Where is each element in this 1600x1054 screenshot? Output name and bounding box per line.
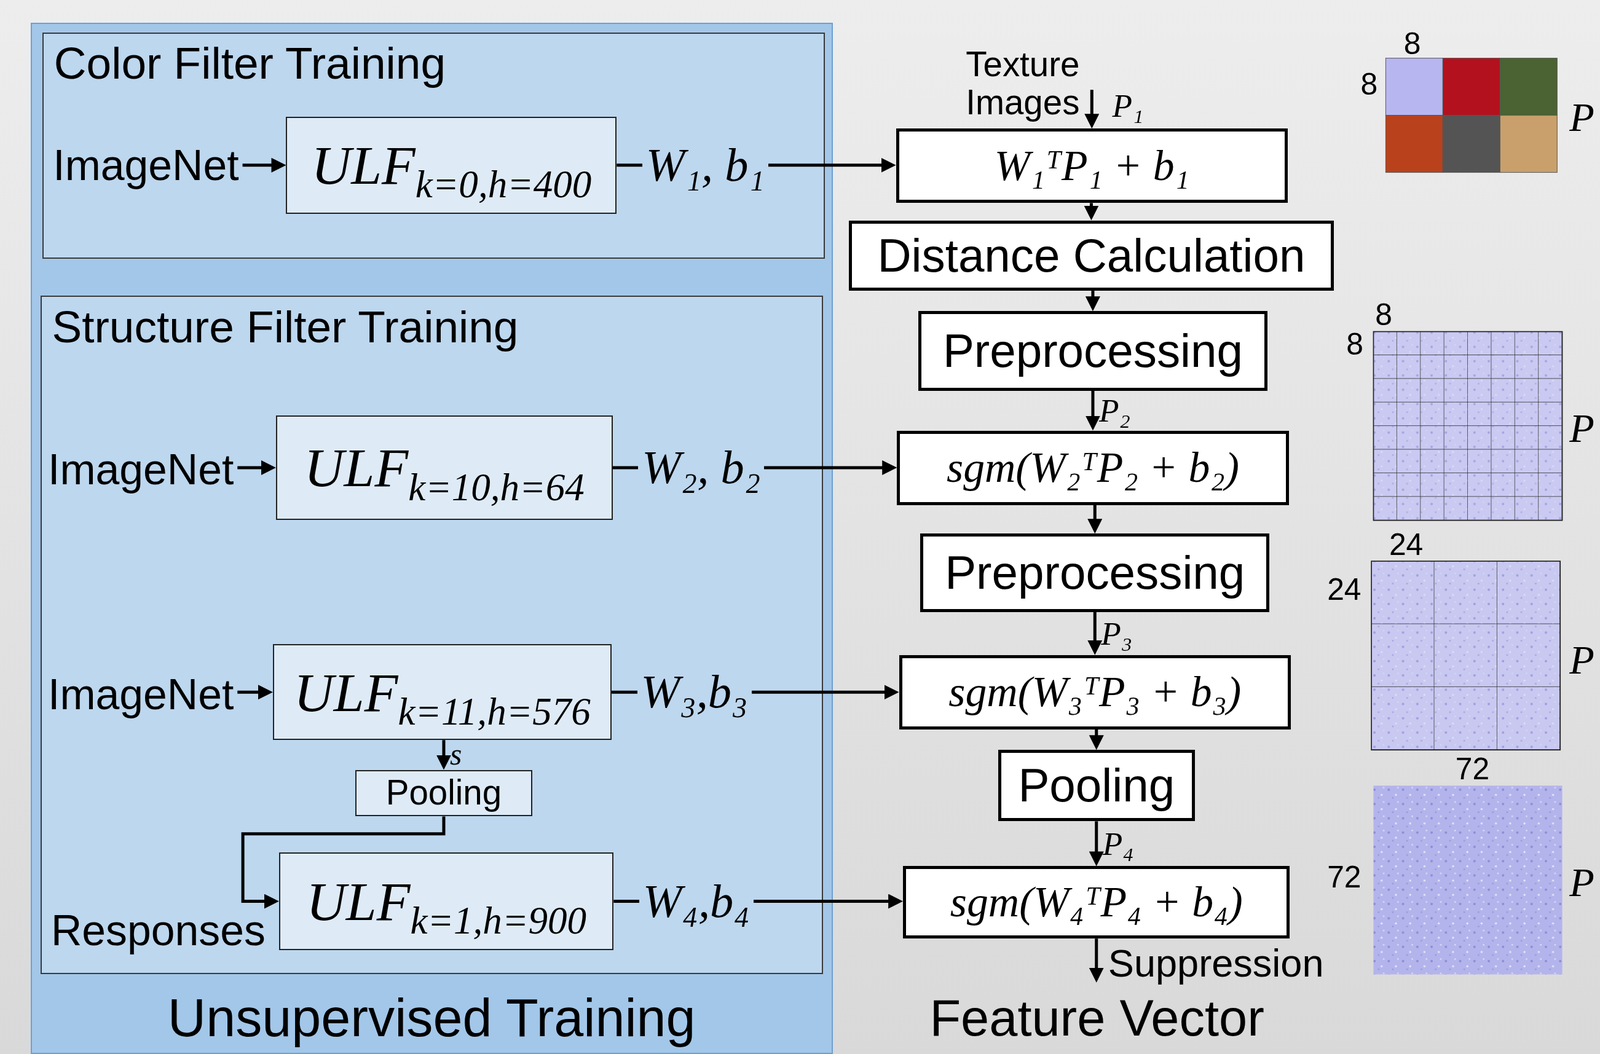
color-patch — [1442, 58, 1500, 116]
process-box: Preprocessing — [918, 311, 1268, 391]
flow-arrow — [1091, 390, 1095, 424]
input-arrow — [242, 163, 280, 167]
step-label: Suppression — [1108, 941, 1325, 986]
ulf-box: ULFk=10,h=64 — [275, 415, 613, 520]
patch-grid-8 — [1373, 331, 1562, 521]
formula-box: sgm(W₃ᵀP₃ + b₃) — [899, 655, 1291, 730]
color-patch — [1499, 115, 1557, 173]
texture-patch — [1373, 331, 1562, 521]
panel-title: Unsupervised Training — [167, 987, 696, 1049]
formula: sgm(W₄ᵀP₄ + b₄) — [950, 878, 1243, 926]
formula-box: sgm(W₄ᵀP₄ + b₄) — [902, 866, 1290, 939]
flow-arrow — [441, 740, 446, 763]
patch-symbol: P — [1569, 859, 1595, 907]
texture-speckle — [1373, 331, 1562, 521]
color-patch — [1385, 115, 1443, 173]
flow-arrow — [1093, 612, 1097, 648]
dimension: 72 — [1327, 859, 1361, 895]
weight-label: W₃,b₃ — [637, 666, 752, 718]
box-label: Pooling — [1017, 759, 1175, 812]
process-box: Distance Calculation — [848, 220, 1334, 292]
input-arrow — [237, 465, 269, 469]
input-arrow — [1094, 938, 1098, 975]
weight-label: W₂, b₂ — [638, 441, 765, 494]
filter-name: ULF — [306, 870, 410, 932]
filter-name: ULF — [311, 134, 415, 196]
input-arrow — [237, 690, 266, 694]
filter-subscript: k=10,h=64 — [408, 465, 585, 509]
flow-arrow — [1089, 202, 1093, 213]
filter-name: ULF — [293, 662, 398, 723]
grid-lines — [1371, 561, 1561, 750]
dimension: 24 — [1327, 572, 1361, 608]
group-title: Color Filter Training — [54, 37, 446, 90]
patch-border — [1371, 561, 1561, 750]
texture-speckle — [1373, 785, 1562, 975]
ulf-box: ULFk=1,h=900 — [279, 852, 615, 951]
training-group: Structure Filter TrainingULFk=10,h=64ULF… — [40, 295, 824, 975]
signal-label: s — [449, 738, 462, 773]
dimension: 72 — [1455, 751, 1490, 787]
filter-subscript: k=0,h=400 — [415, 162, 592, 206]
dimension: 8 — [1375, 297, 1393, 333]
formula: sgm(W₂ᵀP₂ + b₂) — [946, 443, 1240, 492]
texture-patch — [1371, 561, 1561, 750]
color-patches — [1385, 58, 1557, 173]
signal-label: P₂ — [1099, 392, 1131, 429]
ulf-box: ULFk=11,h=576 — [272, 644, 612, 741]
patch-symbol: P — [1569, 405, 1595, 452]
ulf-box: ULFk=0,h=400 — [285, 116, 617, 214]
box-label: Preprocessing — [944, 546, 1245, 599]
patch-symbol: P₁ — [1111, 87, 1144, 125]
filter-subscript: k=11,h=576 — [397, 690, 591, 734]
patch-border — [1373, 331, 1562, 521]
color-patch — [1499, 58, 1557, 116]
formula: sgm(W₃ᵀP₃ + b₃) — [948, 668, 1242, 716]
patch-grid-24 — [1371, 561, 1561, 750]
dimension: 8 — [1346, 327, 1364, 363]
box-label: Pooling — [386, 773, 502, 812]
flow-arrow — [1094, 729, 1098, 743]
color-patch — [1442, 115, 1500, 173]
signal-label: P₃ — [1100, 615, 1133, 652]
input-label: Responses — [51, 906, 266, 956]
formula: W₁ᵀP₁ + b₁ — [994, 141, 1190, 190]
filter-name: ULF — [304, 437, 409, 498]
dimension: 24 — [1389, 527, 1423, 563]
formula-box: sgm(W₂ᵀP₂ + b₂) — [896, 430, 1289, 506]
dimension: 8 — [1403, 26, 1422, 62]
process-box: Preprocessing — [920, 533, 1270, 613]
input-label: Texture Images — [947, 45, 1080, 122]
formula-box: W₁ᵀP₁ + b₁ — [896, 128, 1288, 203]
signal-label: P₄ — [1102, 826, 1135, 862]
dimension: 8 — [1360, 66, 1378, 103]
patch-72 — [1373, 785, 1562, 975]
flow-arrow — [1094, 821, 1098, 859]
filter-subscript: k=1,h=900 — [409, 899, 587, 943]
box-label: Distance Calculation — [877, 229, 1305, 282]
texture-speckle — [1371, 561, 1561, 750]
pooling-box: Pooling — [355, 770, 532, 817]
group-title: Structure Filter Training — [52, 301, 519, 353]
process-box: Pooling — [998, 749, 1195, 822]
dataset-label: ImageNet — [47, 445, 234, 495]
dataset-label: ImageNet — [52, 140, 239, 190]
patch-symbol: P — [1569, 94, 1595, 141]
weight-label: W₁, b₁ — [642, 139, 769, 192]
flow-arrow — [1091, 290, 1095, 304]
color-patch — [1385, 58, 1443, 116]
grid-lines — [1373, 331, 1562, 521]
patch-symbol: P — [1569, 636, 1595, 684]
box-label: Preprocessing — [942, 324, 1243, 377]
weight-label: W₄,b₄ — [639, 875, 754, 928]
output-label: Feature Vector — [929, 989, 1264, 1048]
dataset-label: ImageNet — [47, 669, 234, 720]
flow-arrow — [1093, 505, 1097, 527]
flow-arrow — [242, 816, 444, 902]
input-arrow — [1090, 89, 1094, 122]
texture-patch — [1373, 785, 1562, 975]
